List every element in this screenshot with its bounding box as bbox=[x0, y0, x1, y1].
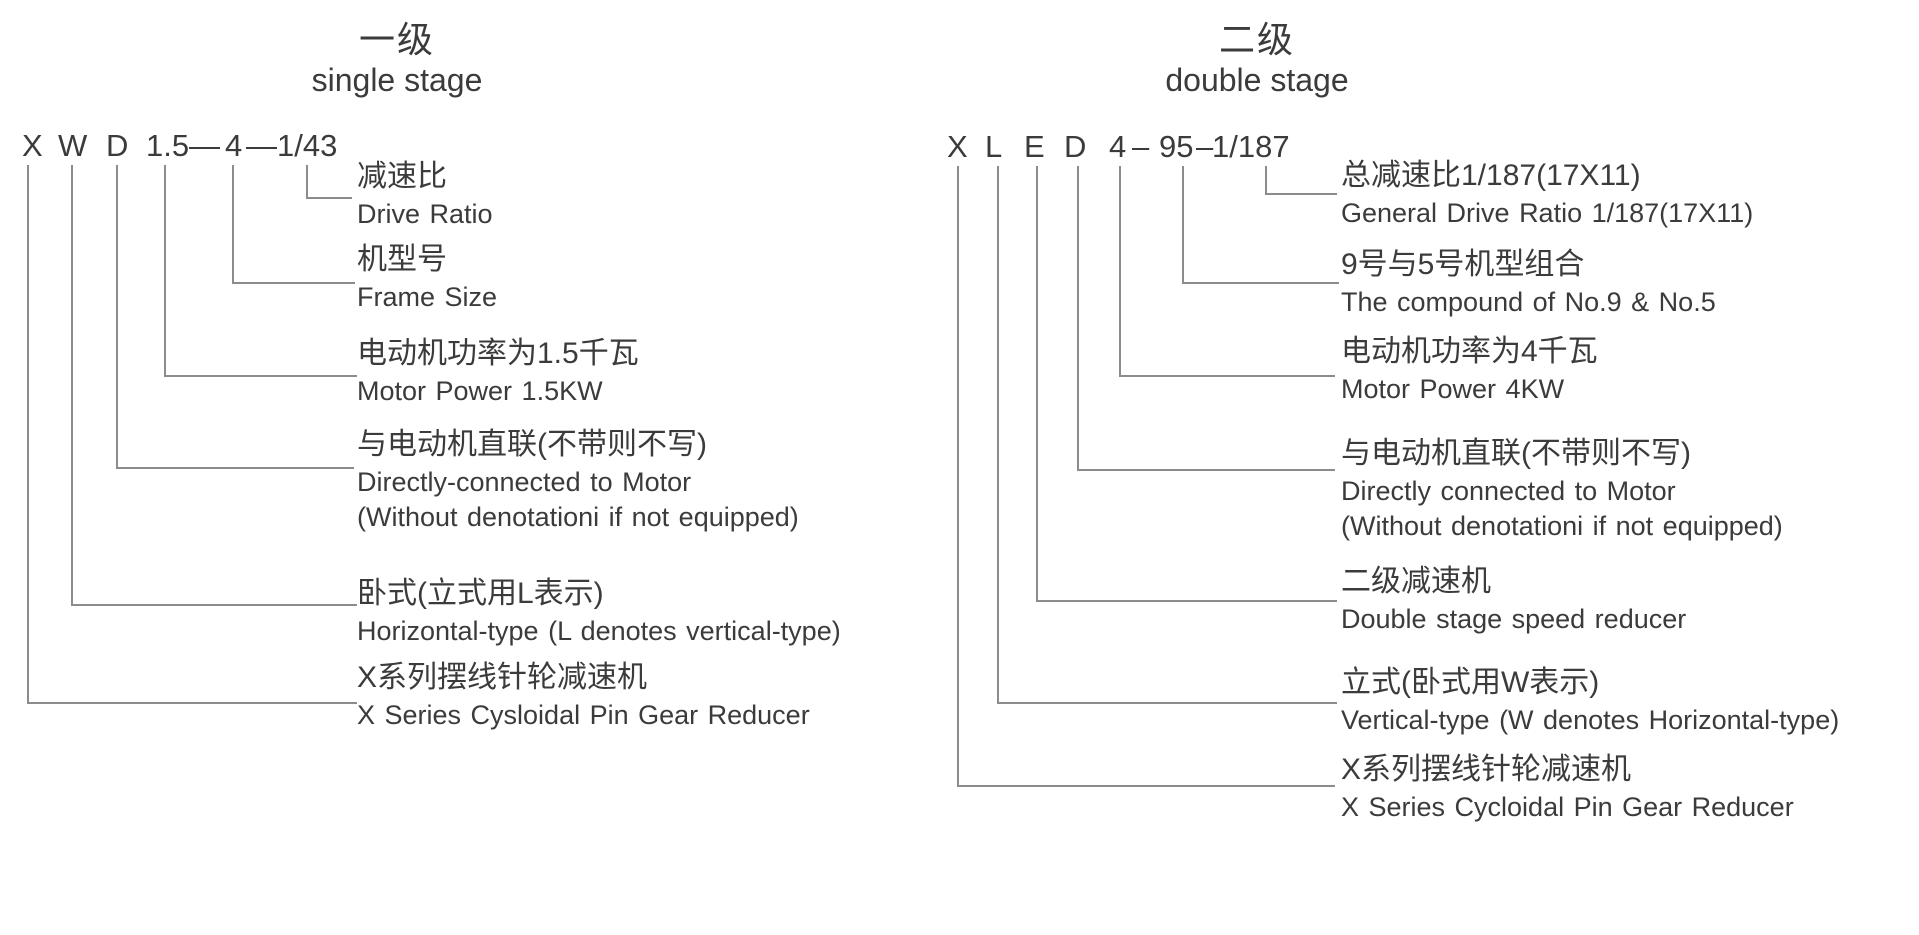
double-stage-title: 二级 double stage bbox=[1137, 18, 1377, 98]
single-stage-title-zh: 一级 bbox=[358, 19, 435, 60]
label-zh: 9号与5号机型组合 bbox=[1341, 248, 1585, 281]
single-stage-title-en: single stage bbox=[311, 62, 483, 98]
label-zh: 总减速比1/187(17X11) bbox=[1341, 159, 1641, 192]
code-segment-ratio: 1/187 bbox=[1212, 129, 1290, 164]
connector-line-power bbox=[1119, 166, 1335, 377]
label-direct-connect: 与电动机直联(不带则不写) Directly-connected to Moto… bbox=[357, 425, 799, 535]
label-en: Frame Size bbox=[357, 282, 498, 312]
label-en: Vertical-type (W denotes Horizontal-type… bbox=[1341, 705, 1840, 735]
label-en: Horizontal-type (L denotes vertical-type… bbox=[357, 616, 841, 646]
connector-line-ratio bbox=[306, 165, 352, 199]
label-frame-size: 机型号 Frame Size bbox=[357, 240, 497, 315]
connector-line-d bbox=[1077, 166, 1335, 471]
code-segment-frames: 95 bbox=[1159, 129, 1194, 164]
label-en2: (Without denotationi if not equipped) bbox=[1341, 511, 1783, 541]
code-segment-x: X bbox=[947, 129, 968, 164]
code-dash: – bbox=[1196, 129, 1214, 164]
connector-line-w bbox=[71, 165, 357, 606]
label-series: X系列摆线针轮减速机 X Series Cycloidal Pin Gear R… bbox=[1341, 750, 1794, 825]
code-segment-d: D bbox=[106, 128, 129, 163]
connector-line-x bbox=[957, 166, 1335, 787]
label-en: General Drive Ratio 1/187(17X11) bbox=[1341, 198, 1754, 228]
label-en2: (Without denotationi if not equipped) bbox=[357, 502, 799, 532]
connector-line-x bbox=[27, 165, 357, 704]
code-dash: — bbox=[189, 128, 220, 163]
label-zh: X系列摆线针轮减速机 bbox=[1341, 753, 1632, 786]
label-zh: 与电动机直联(不带则不写) bbox=[1341, 437, 1691, 470]
connector-line-frame bbox=[232, 165, 355, 284]
label-en: Drive Ratio bbox=[357, 199, 493, 229]
label-mount-type: 卧式(立式用L表示) Horizontal-type (L denotes ve… bbox=[357, 574, 841, 649]
label-en: Double stage speed reducer bbox=[1341, 604, 1687, 634]
label-en: X Series Cycloidal Pin Gear Reducer bbox=[1341, 792, 1794, 822]
label-series: X系列摆线针轮减速机 X Series Cysloidal Pin Gear R… bbox=[357, 658, 810, 733]
code-dash: – bbox=[1132, 129, 1150, 164]
code-segment-d: D bbox=[1064, 129, 1087, 164]
single-stage-title: 一级 single stage bbox=[277, 18, 517, 98]
label-mount-type: 立式(卧式用W表示) Vertical-type (W denotes Hori… bbox=[1341, 663, 1839, 738]
label-frame-compound: 9号与5号机型组合 The compound of No.9 & No.5 bbox=[1341, 245, 1716, 320]
code-segment-frame: 4 bbox=[225, 128, 243, 163]
code-dash: — bbox=[246, 128, 277, 163]
label-en: Directly-connected to Motor bbox=[357, 467, 692, 497]
connector-line-e bbox=[1036, 166, 1337, 602]
double-stage-title-zh: 二级 bbox=[1218, 19, 1295, 60]
code-segment-ratio: 1/43 bbox=[277, 128, 338, 163]
label-en: X Series Cysloidal Pin Gear Reducer bbox=[357, 700, 810, 730]
label-motor-power: 电动机功率为1.5千瓦 Motor Power 1.5KW bbox=[357, 334, 639, 409]
label-zh: 与电动机直联(不带则不写) bbox=[357, 428, 707, 461]
label-zh: 电动机功率为1.5千瓦 bbox=[357, 337, 639, 370]
code-segment-w: W bbox=[58, 128, 88, 163]
connector-line-l bbox=[997, 166, 1337, 704]
label-direct-connect: 与电动机直联(不带则不写) Directly connected to Moto… bbox=[1341, 434, 1783, 544]
connector-line-frames bbox=[1182, 166, 1339, 284]
label-double-stage: 二级减速机 Double stage speed reducer bbox=[1341, 562, 1686, 637]
double-stage-title-en: double stage bbox=[1165, 62, 1349, 98]
code-segment-e: E bbox=[1024, 129, 1045, 164]
connector-line-power bbox=[164, 165, 357, 377]
label-general-drive-ratio: 总减速比1/187(17X11) General Drive Ratio 1/1… bbox=[1341, 156, 1753, 231]
label-zh: 卧式(立式用L表示) bbox=[357, 577, 604, 610]
label-zh: X系列摆线针轮减速机 bbox=[357, 661, 648, 694]
label-en: Motor Power 1.5KW bbox=[357, 376, 603, 406]
label-motor-power: 电动机功率为4千瓦 Motor Power 4KW bbox=[1341, 332, 1598, 407]
code-segment-power: 1.5 bbox=[146, 128, 190, 163]
connector-line-d bbox=[116, 165, 354, 469]
label-zh: 减速比 bbox=[357, 160, 447, 193]
code-segment-power: 4 bbox=[1109, 129, 1127, 164]
label-en: The compound of No.9 & No.5 bbox=[1341, 287, 1716, 317]
label-en: Directly connected to Motor bbox=[1341, 476, 1676, 506]
label-zh: 机型号 bbox=[357, 243, 447, 276]
code-segment-x: X bbox=[22, 128, 43, 163]
label-zh: 二级减速机 bbox=[1341, 565, 1491, 598]
code-segment-l: L bbox=[985, 129, 1003, 164]
label-drive-ratio: 减速比 Drive Ratio bbox=[357, 157, 493, 232]
label-zh: 立式(卧式用W表示) bbox=[1341, 666, 1600, 699]
label-en: Motor Power 4KW bbox=[1341, 374, 1565, 404]
connector-line-ratio bbox=[1265, 166, 1337, 195]
label-zh: 电动机功率为4千瓦 bbox=[1341, 335, 1598, 368]
